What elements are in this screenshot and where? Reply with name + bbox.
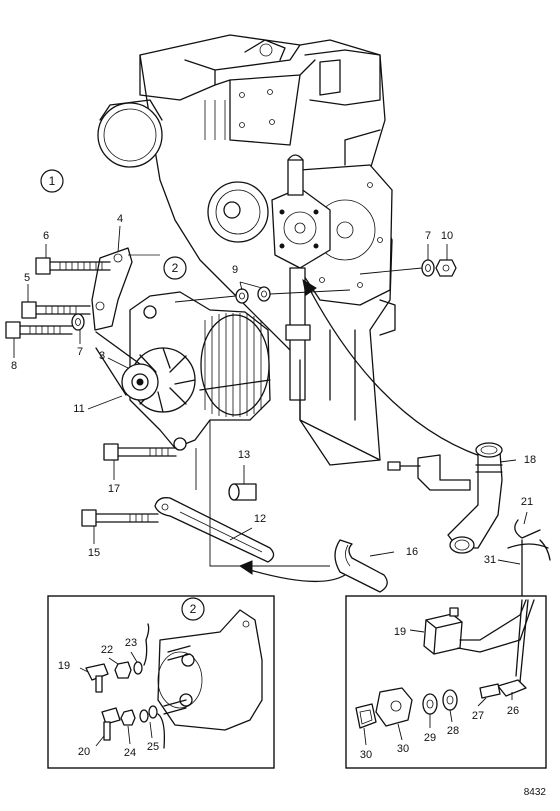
bolt-6 (35, 257, 111, 275)
tension-bar-12 (154, 497, 275, 563)
callout-17: 18 (524, 454, 536, 466)
hose-17 (447, 442, 503, 554)
callout-7b: 7 (425, 230, 431, 242)
callout-13: 13 (238, 449, 250, 461)
callout-27: 28 (447, 725, 459, 737)
callout-15: 16 (406, 546, 418, 558)
svg-text:1: 1 (49, 174, 56, 188)
washer-7-left (71, 313, 85, 331)
callout-6: 6 (43, 230, 49, 242)
bolt-14 (81, 509, 159, 527)
callout-5: 5 (24, 272, 30, 284)
callout-30: 30 (360, 749, 372, 761)
leader-lines (13, 225, 528, 747)
callout-19a: 19 (58, 660, 70, 672)
callout-8: 8 (11, 360, 17, 372)
spacer-13 (228, 483, 257, 501)
callout-22: 23 (125, 637, 137, 649)
callout-25: 26 (507, 705, 519, 717)
callout-7a: 7 (77, 346, 83, 358)
bolt-8 (5, 321, 73, 339)
callout-29: 30 (397, 743, 409, 755)
alternator (95, 291, 271, 451)
callout-14: 15 (88, 547, 100, 559)
callout-31: 31 (484, 554, 496, 566)
clamp-15 (334, 539, 388, 593)
callout-20: 21 (521, 496, 533, 508)
callout-21: 22 (101, 644, 113, 656)
callout-16: 17 (108, 483, 120, 495)
washer-nut-right (359, 259, 457, 277)
callout-12: 12 (254, 513, 266, 525)
callout-28: 29 (424, 732, 436, 744)
svg-text:2: 2 (190, 602, 197, 616)
inset-sensor-detail (345, 595, 547, 769)
cable-20-31 (507, 519, 551, 601)
callout-23: 24 (124, 747, 136, 759)
callout-4: 4 (117, 213, 123, 225)
callout-26: 27 (472, 710, 484, 722)
callout-9: 9 (232, 264, 238, 276)
part-callouts: 4 6 5 8 7 3 11 17 15 13 12 16 18 9 7 10 … (11, 213, 536, 761)
engine-block (97, 34, 396, 466)
group-marker-2-main: 2 (163, 256, 187, 280)
hose-bracket (387, 454, 471, 491)
callout-3: 3 (99, 350, 105, 362)
inset-alternator-detail (47, 595, 275, 769)
group-marker-2-inset: 2 (181, 597, 205, 621)
svg-text:2: 2 (172, 261, 179, 275)
bolt-5 (21, 301, 91, 319)
figure-code: 8432 (524, 787, 547, 798)
callout-11: 11 (73, 403, 84, 415)
callout-24: 25 (147, 741, 159, 753)
callout-10: 10 (441, 230, 453, 242)
callout-18: 19 (394, 626, 406, 638)
group-marker-1: 1 (40, 169, 64, 193)
bolt-16 (103, 443, 177, 461)
callout-19b: 20 (78, 746, 90, 758)
